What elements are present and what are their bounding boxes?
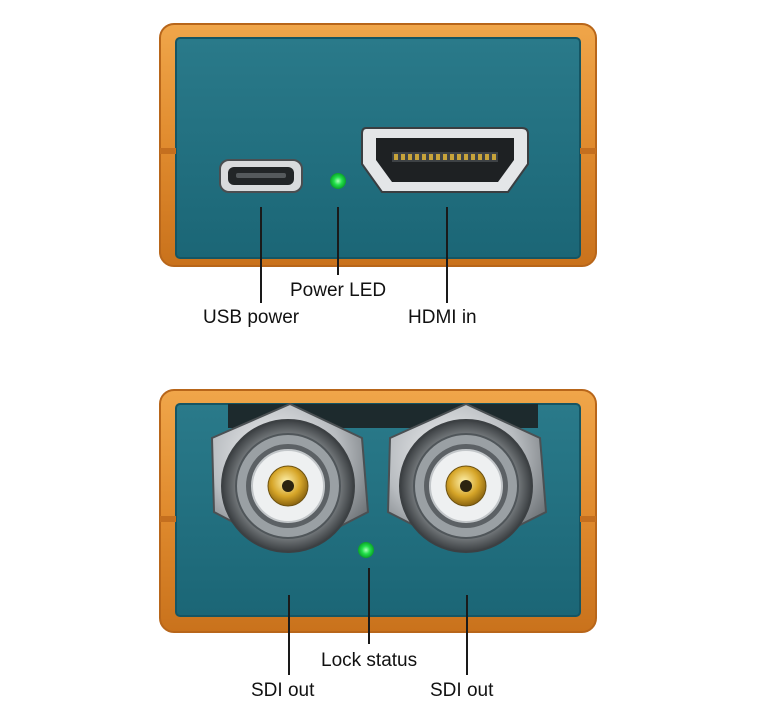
usb-leader-line	[260, 207, 262, 303]
power-led-leader-line	[337, 207, 339, 275]
sdi-out-left-label: SDI out	[251, 680, 315, 701]
lock-status-leader-line	[368, 568, 370, 644]
lock-status-label: Lock status	[321, 650, 418, 671]
lock-status-led-icon	[358, 542, 374, 558]
sdi-out-right-label: SDI out	[430, 680, 494, 701]
power-led-icon	[330, 173, 346, 189]
bnc-connector-right-icon	[386, 402, 548, 554]
bnc-connector-left-icon	[210, 402, 370, 554]
top-panel	[159, 23, 597, 267]
usb-power-label: USB power	[203, 307, 300, 328]
power-led-label: Power LED	[290, 280, 387, 301]
hdmi-leader-line	[446, 207, 448, 303]
sdi-out-left-leader-line	[288, 595, 290, 675]
sdi-out-right-leader-line	[466, 595, 468, 675]
bottom-panel	[159, 389, 597, 633]
micro-usb-port-icon	[219, 159, 303, 193]
hdmi-port-icon	[361, 127, 529, 193]
hdmi-in-label: HDMI in	[408, 307, 477, 328]
